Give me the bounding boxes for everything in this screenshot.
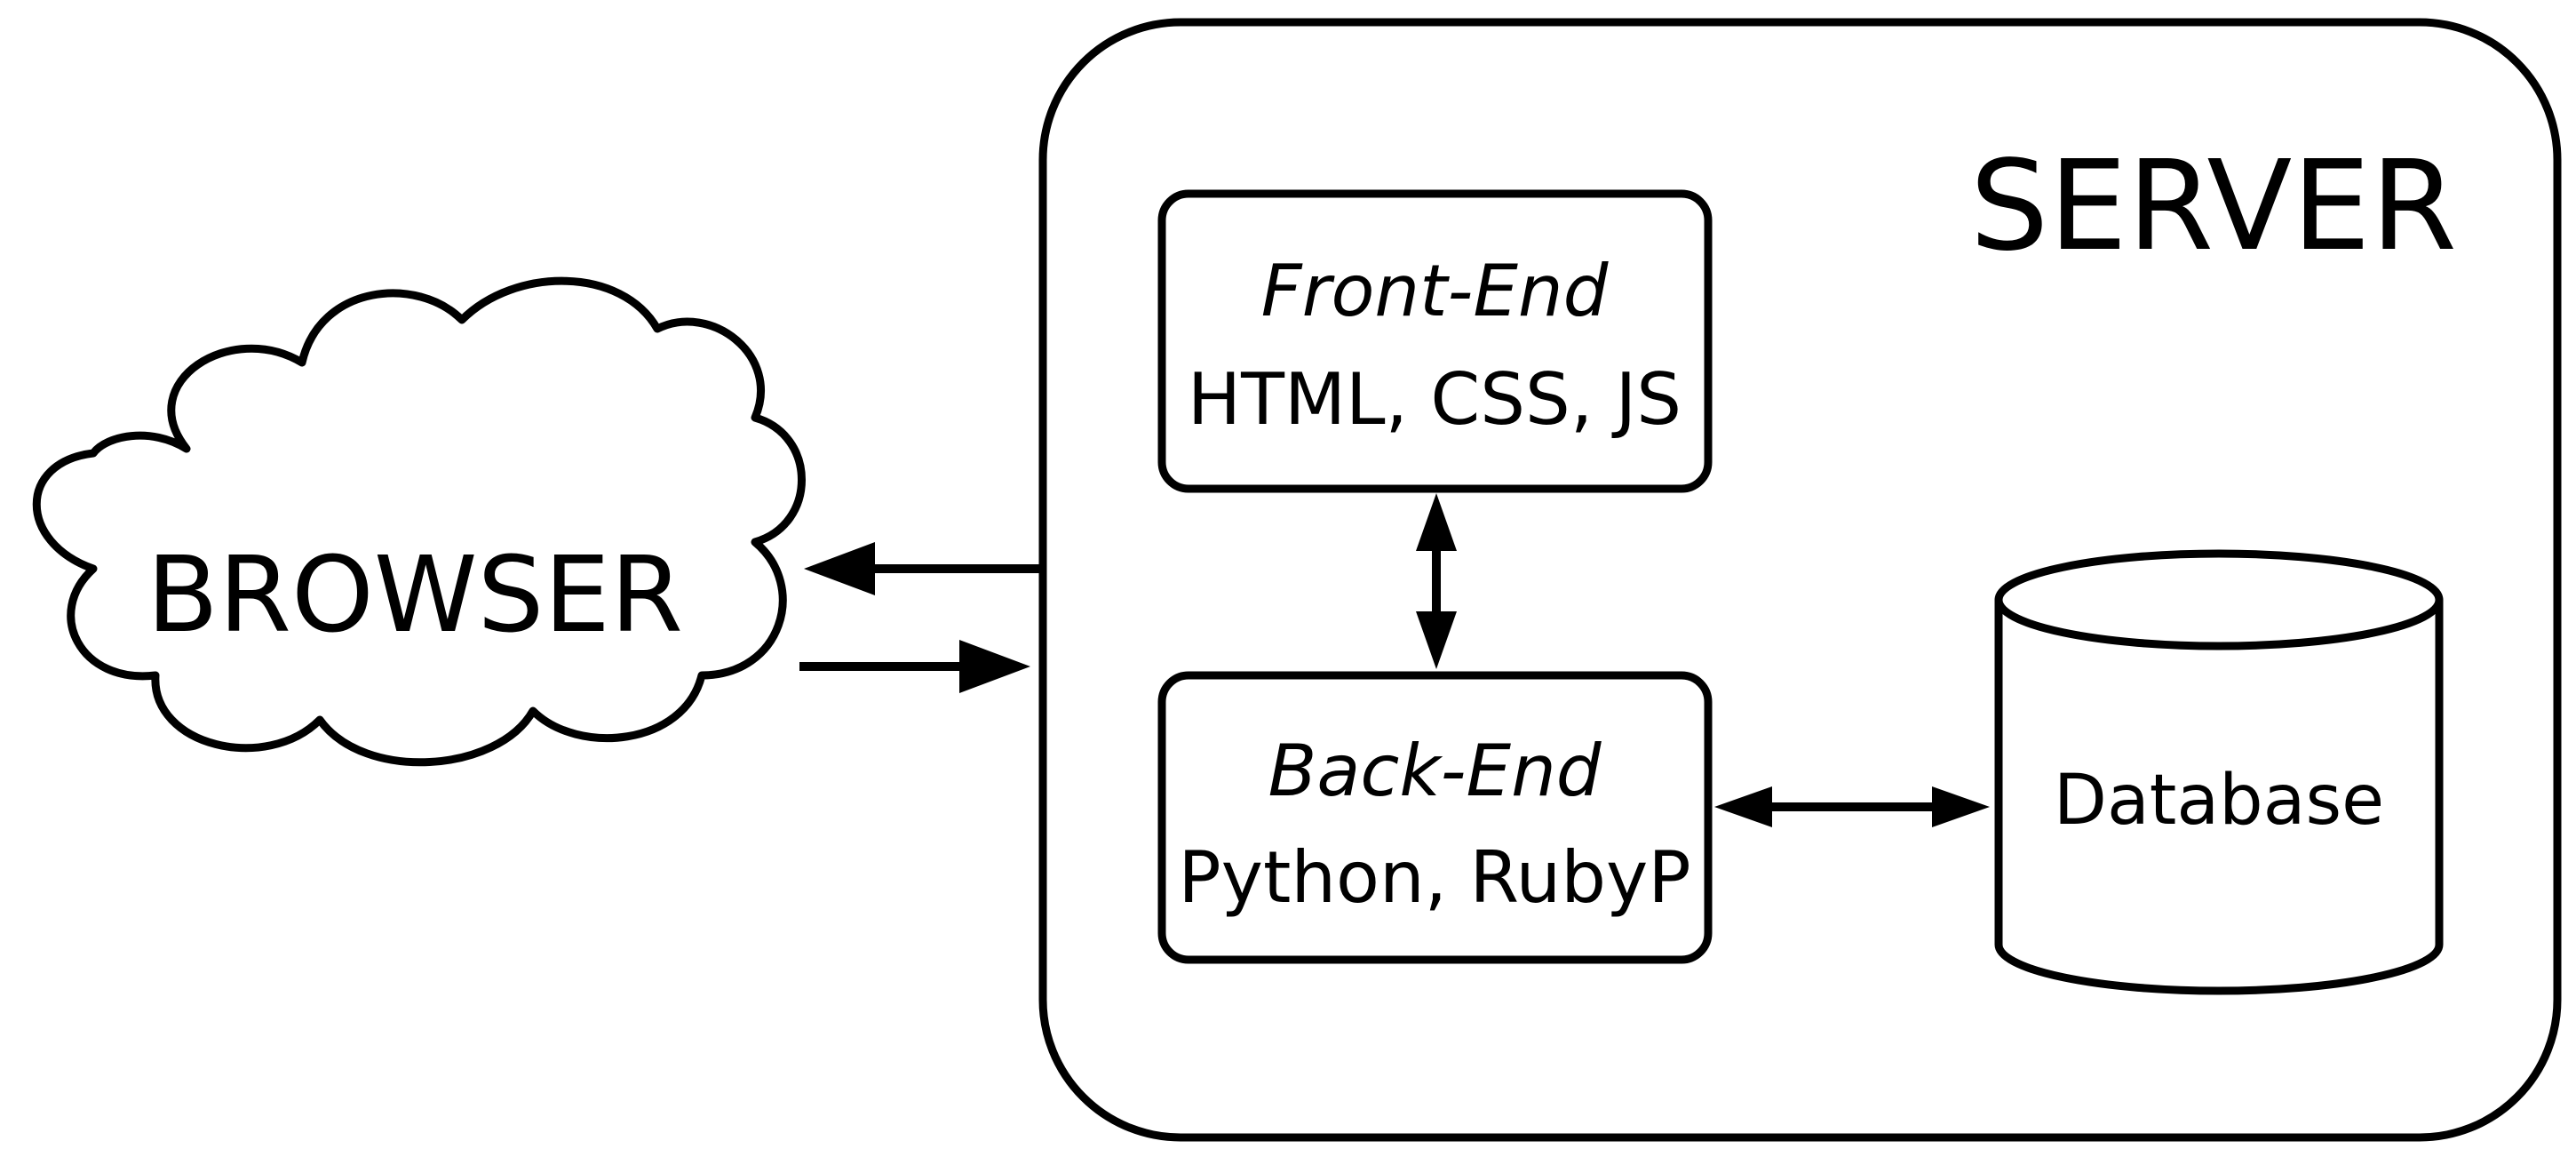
front-end-node: Front-End HTML, CSS, JS (1157, 189, 1713, 493)
database-label: Database (2054, 761, 2384, 841)
browser-cloud-shape (32, 276, 806, 767)
browser-label: BROWSER (147, 533, 683, 656)
database-cylinder-top (1994, 549, 2444, 650)
arrow-front-end-back-end (1416, 493, 1457, 669)
browser-node: BROWSER (32, 276, 806, 767)
back-end-detail: Python, RubyP (1178, 836, 1690, 919)
server-container (1038, 18, 2562, 1142)
database-cylinder-body (1994, 595, 2444, 995)
front-end-title: Front-End (1261, 250, 1610, 332)
database-node: Database (1994, 549, 2444, 995)
server-label: SERVER (1970, 134, 2457, 279)
back-end-title: Back-End (1268, 730, 1602, 812)
server-node: SERVER (1038, 18, 2562, 1142)
front-end-box (1157, 189, 1713, 493)
arrow-server-to-browser (804, 542, 1039, 595)
arrow-back-end-database (1714, 786, 1990, 827)
arrow-browser-to-server (799, 640, 1030, 693)
front-end-detail: HTML, CSS, JS (1188, 358, 1682, 441)
back-end-box (1157, 671, 1713, 964)
back-end-node: Back-End Python, RubyP (1157, 671, 1713, 964)
